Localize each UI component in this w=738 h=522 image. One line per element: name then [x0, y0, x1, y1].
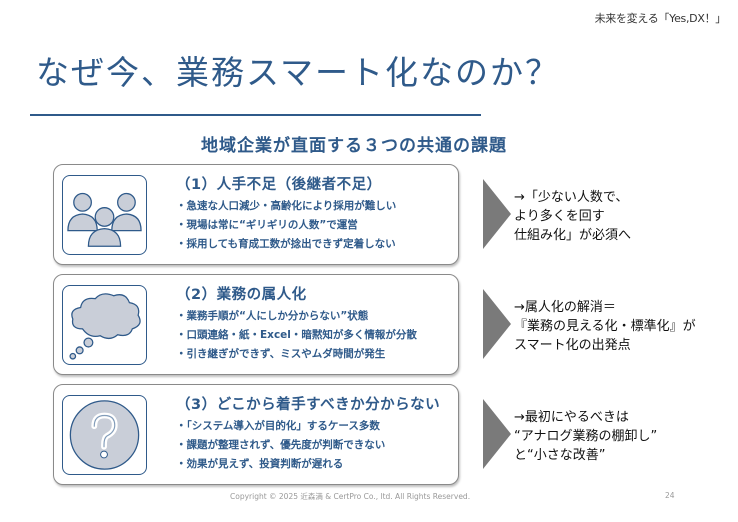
arrow-right-icon	[483, 399, 511, 469]
challenge-card-1: （1）人手不足（後継者不足） ・急速な人口減少・高齢化により採用が難しい ・現場…	[53, 164, 459, 265]
thought-cloud-icon	[62, 285, 147, 365]
tagline: 未来を変える「Yes,DX！」	[594, 12, 727, 25]
result-line: と“小さな改善”	[514, 448, 606, 463]
result-line: →属人化の解消＝	[514, 300, 616, 315]
bullet-item: ・現場は常に“ギリギリの人数”で運営	[176, 219, 358, 231]
bullet-item: ・引き継ぎができず、ミスやムダ時間が発生	[176, 348, 386, 360]
challenge-bullets: ・急速な人口減少・高齢化により採用が難しい ・現場は常に“ギリギリの人数”で運営…	[176, 197, 396, 254]
page-number: 24	[665, 491, 675, 500]
bullet-item: ・課題が整理されず、優先度が判断できない	[176, 439, 386, 451]
challenge-card-3: （3）どこから着手すべきか分からない ・「システム導入が目的化」するケース多数 …	[53, 384, 459, 485]
challenge-result-2: →属人化の解消＝ 『業務の見える化・標準化』が スマート化の出発点	[514, 298, 696, 355]
people-group-icon	[62, 175, 147, 255]
challenge-heading: （2）業務の属人化	[176, 287, 307, 303]
bullet-item: ・「システム導入が目的化」するケース多数	[176, 420, 380, 432]
bullet-item: ・効果が見えず、投資判断が遅れる	[176, 458, 344, 470]
result-line: →最初にやるべきは	[514, 410, 629, 425]
challenge-heading: （3）どこから着手すべきか分からない	[176, 397, 441, 413]
arrow-right-icon	[483, 179, 511, 249]
result-line: →「少ない人数で、	[514, 190, 629, 205]
challenge-result-3: →最初にやるべきは “アナログ業務の棚卸し” と“小さな改善”	[514, 408, 657, 465]
page-title: なぜ今、業務スマート化なのか？	[36, 53, 561, 92]
challenge-bullets: ・業務手順が“人にしか分からない”状態 ・口頭連絡・紙・Excel・暗黙知が多く…	[176, 307, 417, 364]
challenge-result-1: →「少ない人数で、 より多くを回す 仕組み化」が必須へ	[514, 188, 631, 245]
question-mark-icon	[62, 395, 147, 475]
challenge-heading: （1）人手不足（後継者不足）	[176, 177, 382, 193]
bullet-item: ・業務手順が“人にしか分からない”状態	[176, 310, 369, 322]
result-line: より多くを回す	[514, 209, 605, 224]
challenge-bullets: ・「システム導入が目的化」するケース多数 ・課題が整理されず、優先度が判断できな…	[176, 417, 385, 474]
bullet-item: ・急速な人口減少・高齢化により採用が難しい	[176, 200, 397, 212]
result-line: 『業務の見える化・標準化』が	[514, 319, 696, 334]
bullet-item: ・採用しても育成工数が捻出できず定着しない	[176, 238, 396, 250]
copyright-footer: Copyright © 2025 近森満 & CertPro Co., ltd.…	[230, 492, 471, 501]
result-line: 仕組み化」が必須へ	[514, 228, 632, 243]
result-line: スマート化の出発点	[514, 338, 631, 353]
section-subtitle: 地域企業が直面する３つの共通の課題	[201, 136, 507, 156]
challenge-card-2: （2）業務の属人化 ・業務手順が“人にしか分からない”状態 ・口頭連絡・紙・Ex…	[53, 274, 459, 375]
bullet-item: ・口頭連絡・紙・Excel・暗黙知が多く情報が分散	[176, 329, 417, 341]
title-underline	[30, 114, 481, 116]
arrow-right-icon	[483, 289, 511, 359]
result-line: “アナログ業務の棚卸し”	[514, 429, 658, 444]
